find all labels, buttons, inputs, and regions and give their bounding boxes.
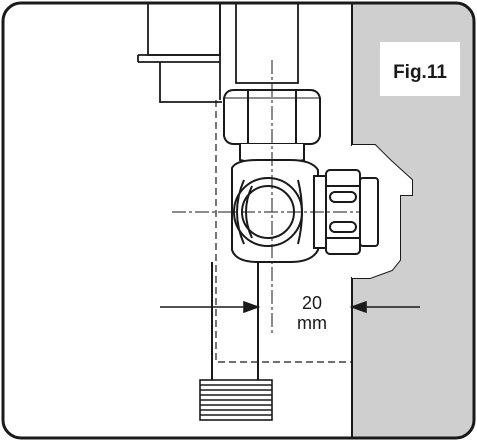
appliance-outline (215, 100, 352, 363)
dimension-marker (160, 292, 420, 322)
figure-label: Fig.11 (393, 62, 447, 83)
threaded-fitting (199, 379, 273, 421)
wall-section (352, 3, 474, 438)
center-lines (172, 60, 360, 335)
dimension-unit: mm (297, 313, 327, 333)
figure-label-box: Fig.11 (380, 42, 460, 96)
dimension-value: 20 (302, 293, 322, 313)
upper-pipe (137, 3, 299, 103)
valve-body (231, 159, 319, 263)
